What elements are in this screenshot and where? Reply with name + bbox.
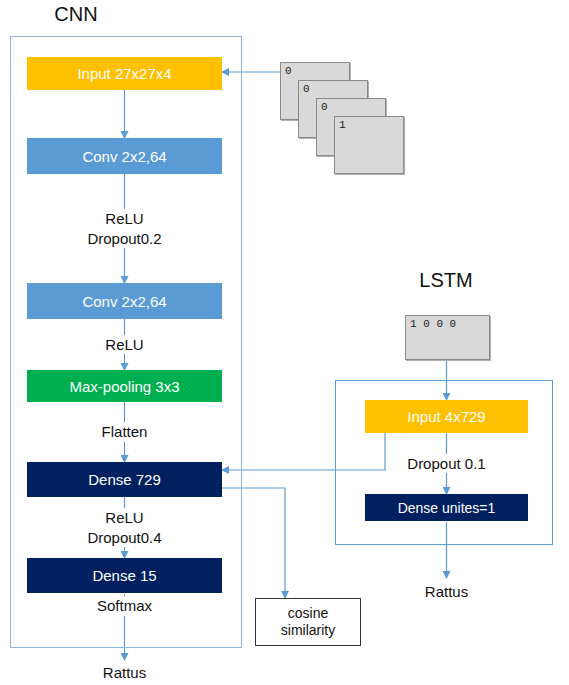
group-heading: CNN (11, 3, 141, 26)
edge-label: ReLU (103, 335, 145, 355)
output-label: Rattus (101, 663, 148, 683)
node-text: Conv 2x2,64 (82, 293, 166, 310)
edge-label: ReLU Dropout0.2 (78, 209, 172, 248)
node-text: Input 4x729 (407, 408, 485, 425)
connector-arrow (222, 488, 285, 598)
group-heading: LSTM (396, 269, 496, 292)
output-box: cosine similarity (255, 598, 361, 646)
input-layer: Input 4x729 (365, 400, 528, 433)
output-arrow (446, 522, 447, 578)
node-text: Max-pooling 3x3 (69, 378, 179, 395)
input-sheet: 1 (334, 116, 404, 174)
connector-arrow (446, 433, 447, 494)
connector-arrow (222, 433, 385, 470)
connector-arrow (124, 174, 125, 283)
dense-layer: Dense unites=1 (365, 494, 528, 521)
pooling-layer: Max-pooling 3x3 (27, 370, 222, 402)
activation-label: Softmax (95, 596, 154, 616)
node-text: 1 (339, 119, 346, 131)
node-text: 1 0 0 0 (410, 318, 456, 330)
node-text: Dense 15 (92, 567, 156, 584)
connector-arrow (124, 497, 125, 558)
node-text: Conv 2x2,64 (82, 148, 166, 165)
conv-layer: Conv 2x2,64 (27, 138, 222, 174)
sequence-card: 1 0 0 0 (405, 315, 490, 360)
connector-arrow (124, 90, 125, 138)
node-text: 0 (285, 65, 292, 77)
dense-layer: Dense 15 (27, 558, 222, 593)
cnn-frame: CNNInput 27x27x4Conv 2x2,64Conv 2x2,64Ma… (10, 36, 242, 648)
node-text: 0 (303, 83, 310, 95)
connector-arrow (124, 402, 125, 462)
output-label: Rattus (423, 582, 470, 602)
connector-arrow (222, 71, 280, 72)
edge-label: ReLU Dropout0.4 (78, 508, 172, 547)
lstm-frame: LSTMInput 4x729Dense unites=1 (335, 380, 553, 545)
edge-label: Dropout 0.1 (405, 454, 487, 474)
node-text: 0 (321, 101, 328, 113)
node-text: Dense unites=1 (398, 500, 496, 516)
edge-label: Flatten (100, 422, 150, 442)
input-layer: Input 27x27x4 (27, 57, 222, 90)
node-text: Dense 729 (88, 471, 161, 488)
output-arrow (124, 594, 125, 660)
node-text: Input 27x27x4 (77, 65, 171, 82)
conv-layer: Conv 2x2,64 (27, 283, 222, 319)
dense-layer: Dense 729 (27, 462, 222, 497)
node-text: cosine similarity (262, 605, 354, 640)
connector-arrow (124, 319, 125, 370)
